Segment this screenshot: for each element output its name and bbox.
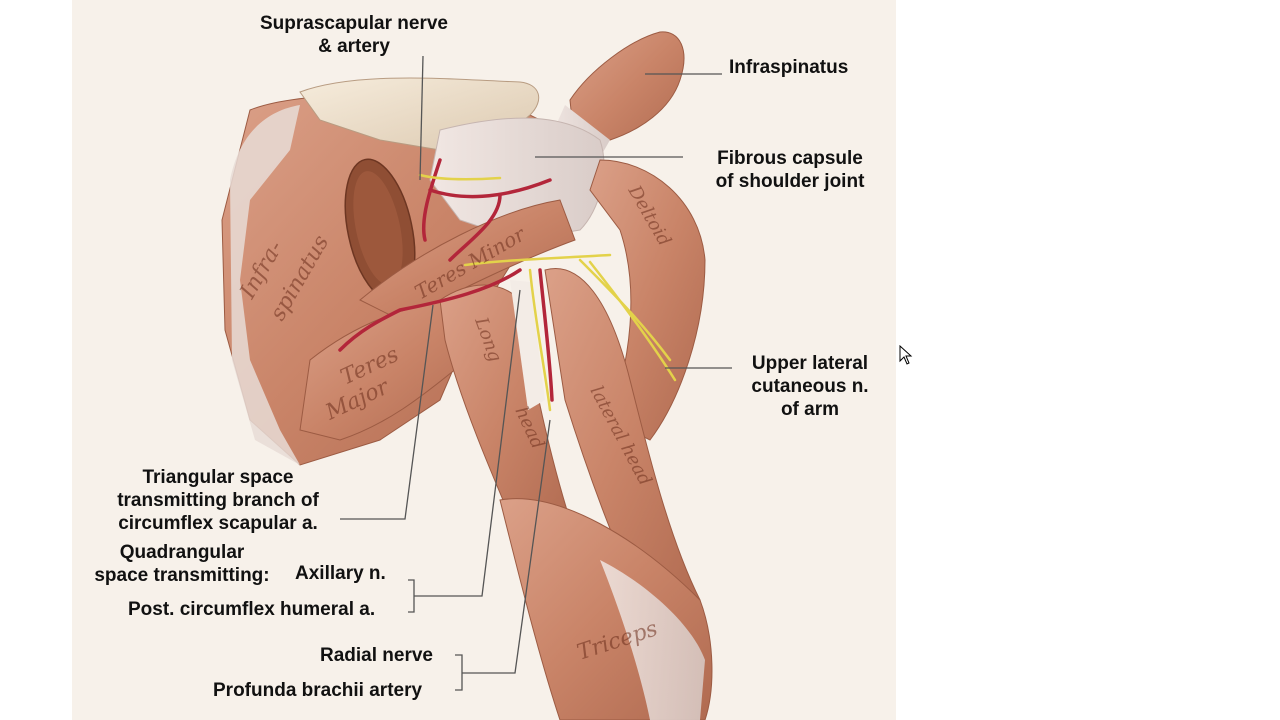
label-triangular-space: Triangular space transmitting branch of … [117, 467, 319, 534]
label-post-circumflex-humeral: Post. circumflex humeral a. [128, 599, 376, 620]
nerves [418, 173, 677, 412]
label-axillary-nerve: Axillary n. [295, 563, 386, 584]
label-fibrous-capsule: Fibrous capsule of shoulder joint [715, 148, 865, 192]
deltoid [589, 159, 706, 441]
label-profunda-brachii: Profunda brachii artery [213, 680, 423, 701]
label-quadrangular-space: Quadrangular space transmitting: [94, 542, 270, 586]
triceps-lateral-head [544, 268, 701, 621]
arteries [338, 158, 554, 402]
leader-lines [340, 55, 732, 691]
mouse-cursor-icon [899, 345, 913, 365]
label-radial-nerve: Radial nerve [320, 645, 433, 666]
infraspinatus-reflected [569, 31, 685, 151]
label-infraspinatus: Infraspinatus [729, 57, 849, 78]
label-suprascapular-nerve-artery: Suprascapular nerve & artery [260, 13, 448, 57]
label-upper-lateral-cutaneous: Upper lateral cutaneous n. of arm [751, 353, 869, 420]
scapula-border [230, 105, 300, 465]
